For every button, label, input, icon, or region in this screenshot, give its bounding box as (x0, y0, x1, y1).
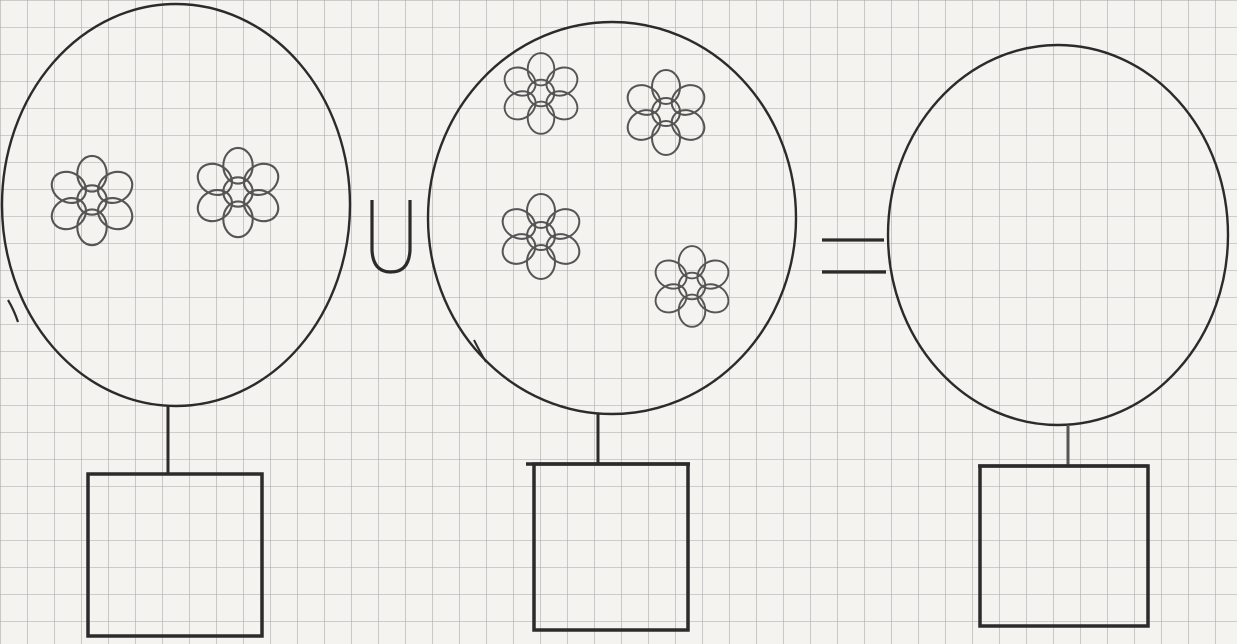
set-union-diagram (0, 0, 1237, 644)
worksheet (0, 0, 1237, 644)
graph-paper-grid (0, 0, 1237, 644)
